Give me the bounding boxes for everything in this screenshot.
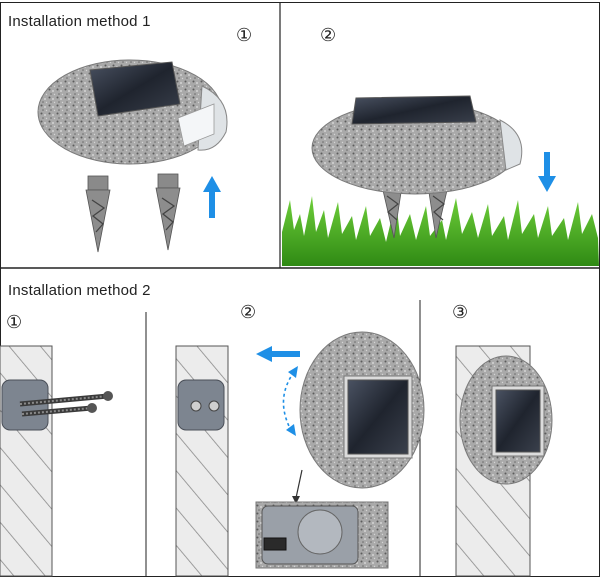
ground-spike-icon xyxy=(85,175,111,253)
ground-spike-icon xyxy=(381,185,449,239)
arrow-down-icon xyxy=(538,152,556,192)
wall-mount-bracket-icon xyxy=(177,379,225,431)
grass-illustration xyxy=(282,196,599,266)
method-1-step-2-label: ② xyxy=(320,25,337,46)
pointer-line xyxy=(295,469,303,499)
ground-spike-icon xyxy=(155,173,181,251)
solar-stone-light-icon xyxy=(311,95,523,195)
solar-stone-light-icon xyxy=(299,331,425,489)
pointer-arrowhead xyxy=(292,496,300,504)
method-2-step-2-label: ② xyxy=(240,302,257,323)
method-2-step-1-label: ① xyxy=(6,312,23,333)
stone-back-detail xyxy=(255,501,389,569)
section-2-title: Installation method 2 xyxy=(8,282,151,299)
section-1-title: Installation method 1 xyxy=(8,13,151,30)
arrow-up-icon xyxy=(203,176,221,218)
method-1-step-1-label: ① xyxy=(236,25,253,46)
arrow-left-icon xyxy=(256,346,300,362)
screw-icon xyxy=(19,391,113,417)
solar-stone-light-icon xyxy=(37,59,228,165)
method-2-step-3-label: ③ xyxy=(452,302,469,323)
rotate-icon xyxy=(282,366,298,436)
solar-stone-light-icon xyxy=(459,355,553,485)
